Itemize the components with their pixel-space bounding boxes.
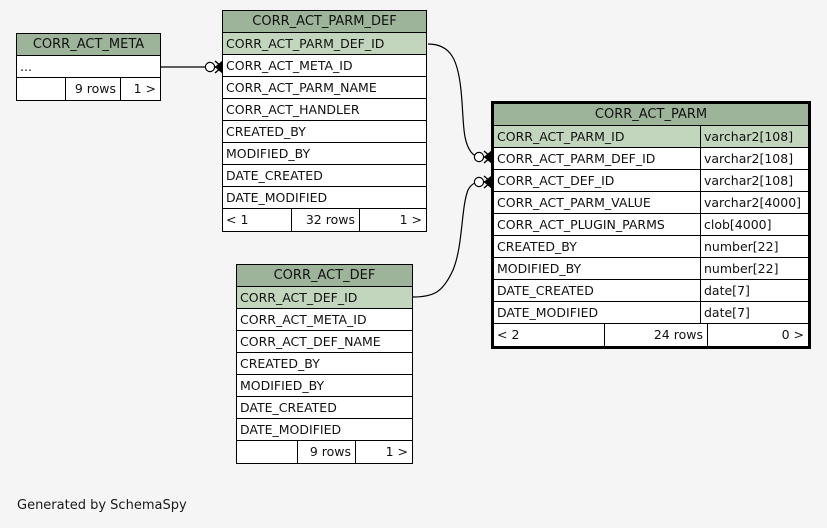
column-name: MODIFIED_BY — [240, 378, 325, 393]
table-row[interactable]: CORR_ACT_PARM_NAME — [223, 77, 426, 99]
column-name: CORR_ACT_HANDLER — [226, 102, 360, 117]
relationship-meta-to-parm-def — [161, 60, 223, 74]
table-row[interactable]: MODIFIED_BY — [223, 143, 426, 165]
crows-foot-icon — [214, 60, 223, 74]
column-name: CORR_ACT_PARM_ID — [497, 129, 625, 144]
crows-foot-icon — [483, 150, 492, 164]
table-row[interactable]: CORR_ACT_PARM_DEF_ID varchar2[108] — [494, 148, 808, 170]
table-row[interactable]: CORR_ACT_META_ID — [223, 55, 426, 77]
zero-cardinality-icon — [473, 151, 485, 163]
column-name: CORR_ACT_DEF_NAME — [240, 334, 381, 349]
table-row[interactable]: CREATED_BY — [237, 353, 412, 375]
column-name: CREATED_BY — [497, 239, 577, 254]
column-name: MODIFIED_BY — [497, 261, 582, 276]
table-row[interactable]: CREATED_BY number[22] — [494, 236, 808, 258]
table-row[interactable]: CORR_ACT_PARM_ID varchar2[108] — [494, 126, 808, 148]
table-row[interactable]: DATE_CREATED date[7] — [494, 280, 808, 302]
table-corr-act-meta[interactable]: CORR_ACT_META ... 9 rows 1 > — [16, 33, 161, 101]
column-type: date[7] — [700, 302, 808, 323]
column-name: CORR_ACT_PARM_DEF_ID — [226, 36, 385, 51]
column-type: number[22] — [700, 258, 808, 279]
column-name: CORR_ACT_META_ID — [226, 58, 353, 73]
column-name: CORR_ACT_PARM_NAME — [226, 80, 377, 95]
table-row[interactable]: CREATED_BY — [223, 121, 426, 143]
footer-next-link[interactable]: 1 > — [120, 78, 160, 100]
footer-row-count: 9 rows — [297, 441, 355, 463]
relationship-parm-def-to-parm — [427, 43, 492, 164]
table-footer: 9 rows 1 > — [17, 78, 160, 100]
table-footer: < 1 32 rows 1 > — [223, 209, 426, 231]
table-row[interactable]: DATE_MODIFIED — [237, 419, 412, 441]
table-corr-act-def[interactable]: CORR_ACT_DEF CORR_ACT_DEF_ID CORR_ACT_ME… — [236, 264, 413, 464]
table-footer: < 2 24 rows 0 > — [494, 324, 808, 346]
footer-prev-link[interactable]: < 2 — [497, 327, 520, 342]
table-row[interactable]: MODIFIED_BY number[22] — [494, 258, 808, 280]
table-row[interactable]: DATE_MODIFIED date[7] — [494, 302, 808, 324]
table-title: CORR_ACT_META — [17, 34, 160, 56]
zero-cardinality-icon — [204, 61, 216, 73]
footer-prev-link[interactable] — [237, 441, 297, 463]
column-type: varchar2[108] — [700, 126, 808, 147]
column-name: CORR_ACT_DEF_ID — [497, 173, 615, 188]
column-type: varchar2[108] — [700, 170, 808, 191]
table-row[interactable]: DATE_MODIFIED — [223, 187, 426, 209]
column-type: date[7] — [700, 280, 808, 301]
column-type: varchar2[108] — [700, 148, 808, 169]
column-name: CREATED_BY — [240, 356, 320, 371]
table-title: CORR_ACT_PARM — [494, 104, 808, 126]
table-row[interactable]: CORR_ACT_DEF_NAME — [237, 331, 412, 353]
table-corr-act-parm[interactable]: CORR_ACT_PARM CORR_ACT_PARM_ID varchar2[… — [491, 101, 811, 349]
column-type: clob[4000] — [700, 214, 808, 235]
column-name: CORR_ACT_PLUGIN_PARMS — [497, 217, 665, 232]
table-row[interactable]: CORR_ACT_PARM_DEF_ID — [223, 33, 426, 55]
table-row[interactable]: DATE_CREATED — [237, 397, 412, 419]
column-name: ... — [20, 59, 32, 74]
column-name: DATE_MODIFIED — [497, 305, 599, 320]
table-corr-act-parm-def[interactable]: CORR_ACT_PARM_DEF CORR_ACT_PARM_DEF_ID C… — [222, 10, 427, 232]
footer-next-link[interactable]: 1 > — [359, 209, 426, 231]
table-row[interactable]: CORR_ACT_HANDLER — [223, 99, 426, 121]
table-footer: 9 rows 1 > — [237, 441, 412, 463]
table-row[interactable]: CORR_ACT_META_ID — [237, 309, 412, 331]
table-row[interactable]: ... — [17, 56, 160, 78]
column-name: DATE_MODIFIED — [226, 190, 328, 205]
column-name: CORR_ACT_DEF_ID — [240, 290, 358, 305]
table-row[interactable]: CORR_ACT_PARM_VALUE varchar2[4000] — [494, 192, 808, 214]
table-row[interactable]: CORR_ACT_PLUGIN_PARMS clob[4000] — [494, 214, 808, 236]
column-name: MODIFIED_BY — [226, 146, 311, 161]
table-row[interactable]: MODIFIED_BY — [237, 375, 412, 397]
footer-prev-link[interactable] — [17, 78, 65, 100]
column-type: number[22] — [700, 236, 808, 257]
footer-row-count: 32 rows — [291, 209, 359, 231]
footer-row-count: 24 rows — [604, 324, 707, 346]
column-name: DATE_MODIFIED — [240, 422, 342, 437]
column-name: DATE_CREATED — [240, 400, 337, 415]
footer-row-count: 9 rows — [65, 78, 120, 100]
column-name: CREATED_BY — [226, 124, 306, 139]
table-row[interactable]: CORR_ACT_DEF_ID varchar2[108] — [494, 170, 808, 192]
generated-by-caption: Generated by SchemaSpy — [17, 498, 187, 513]
column-name: CORR_ACT_PARM_DEF_ID — [497, 151, 656, 166]
column-name: DATE_CREATED — [497, 283, 594, 298]
column-name: DATE_CREATED — [226, 168, 323, 183]
column-name: CORR_ACT_META_ID — [240, 312, 367, 327]
table-title: CORR_ACT_PARM_DEF — [223, 11, 426, 33]
crows-foot-icon — [483, 175, 492, 189]
column-name: CORR_ACT_PARM_VALUE — [497, 195, 651, 210]
footer-next-link[interactable]: 1 > — [355, 441, 412, 463]
table-row[interactable]: DATE_CREATED — [223, 165, 426, 187]
table-row[interactable]: CORR_ACT_DEF_ID — [237, 287, 412, 309]
zero-cardinality-icon — [473, 176, 485, 188]
footer-prev-link[interactable]: < 1 — [226, 212, 249, 227]
table-title: CORR_ACT_DEF — [237, 265, 412, 287]
footer-next-link[interactable]: 0 > — [707, 324, 808, 346]
column-type: varchar2[4000] — [700, 192, 808, 213]
